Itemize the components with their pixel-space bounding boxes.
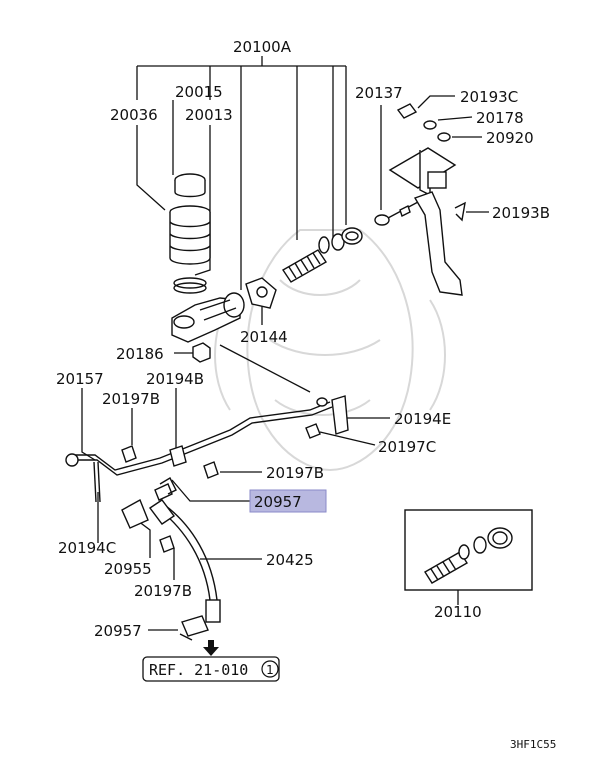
master-cylinder-body <box>171 292 245 363</box>
clutch-pedal <box>388 103 466 296</box>
label-20144[interactable]: 20144 <box>240 328 288 346</box>
master-cylinder-reservoir <box>169 173 211 294</box>
label-20955[interactable]: 20955 <box>104 560 152 578</box>
part-labels: 20100A 20015 20036 20013 20137 20193C 20… <box>56 38 556 751</box>
clutch-hose-20425 <box>121 477 221 641</box>
label-20194E[interactable]: 20194E <box>394 410 451 428</box>
label-20193C[interactable]: 20193C <box>460 88 518 106</box>
diagram-code: 3HF1C55 <box>510 738 556 751</box>
label-20920[interactable]: 20920 <box>486 129 534 147</box>
label-20197B-c[interactable]: 20197B <box>134 582 192 600</box>
pushrod-20137 <box>374 201 419 226</box>
label-20110[interactable]: 20110 <box>434 603 482 621</box>
highlight-box <box>249 489 327 513</box>
label-20194C[interactable]: 20194C <box>58 539 116 557</box>
label-20194B[interactable]: 20194B <box>146 370 204 388</box>
label-20197B-b[interactable]: 20197B <box>266 464 324 482</box>
reference-circled-number: 1 <box>266 663 274 677</box>
label-20015[interactable]: 20015 <box>175 83 223 101</box>
label-20197B-a[interactable]: 20197B <box>102 390 160 408</box>
label-20137[interactable]: 20137 <box>355 84 403 102</box>
label-20100A[interactable]: 20100A <box>233 38 292 56</box>
label-20957-highlighted[interactable]: 20957 <box>254 493 302 511</box>
leader-lines <box>81 56 489 631</box>
label-20157[interactable]: 20157 <box>56 370 104 388</box>
label-20957-b[interactable]: 20957 <box>94 622 142 640</box>
reference-box <box>142 656 280 682</box>
label-20186[interactable]: 20186 <box>116 345 164 363</box>
label-20178[interactable]: 20178 <box>476 109 524 127</box>
gasket-20144 <box>245 277 277 309</box>
label-20013[interactable]: 20013 <box>185 106 233 124</box>
label-20036[interactable]: 20036 <box>110 106 158 124</box>
piston-assembly <box>282 227 363 283</box>
label-20197C[interactable]: 20197C <box>378 438 436 456</box>
label-20425[interactable]: 20425 <box>266 551 314 569</box>
reference-circle <box>261 660 279 678</box>
label-20193B[interactable]: 20193B <box>492 204 550 222</box>
down-arrow-icon <box>203 640 219 656</box>
clutch-pipe <box>65 395 349 503</box>
reference-text[interactable]: REF. 21-010 <box>149 661 248 679</box>
repair-kit-box <box>404 509 533 591</box>
